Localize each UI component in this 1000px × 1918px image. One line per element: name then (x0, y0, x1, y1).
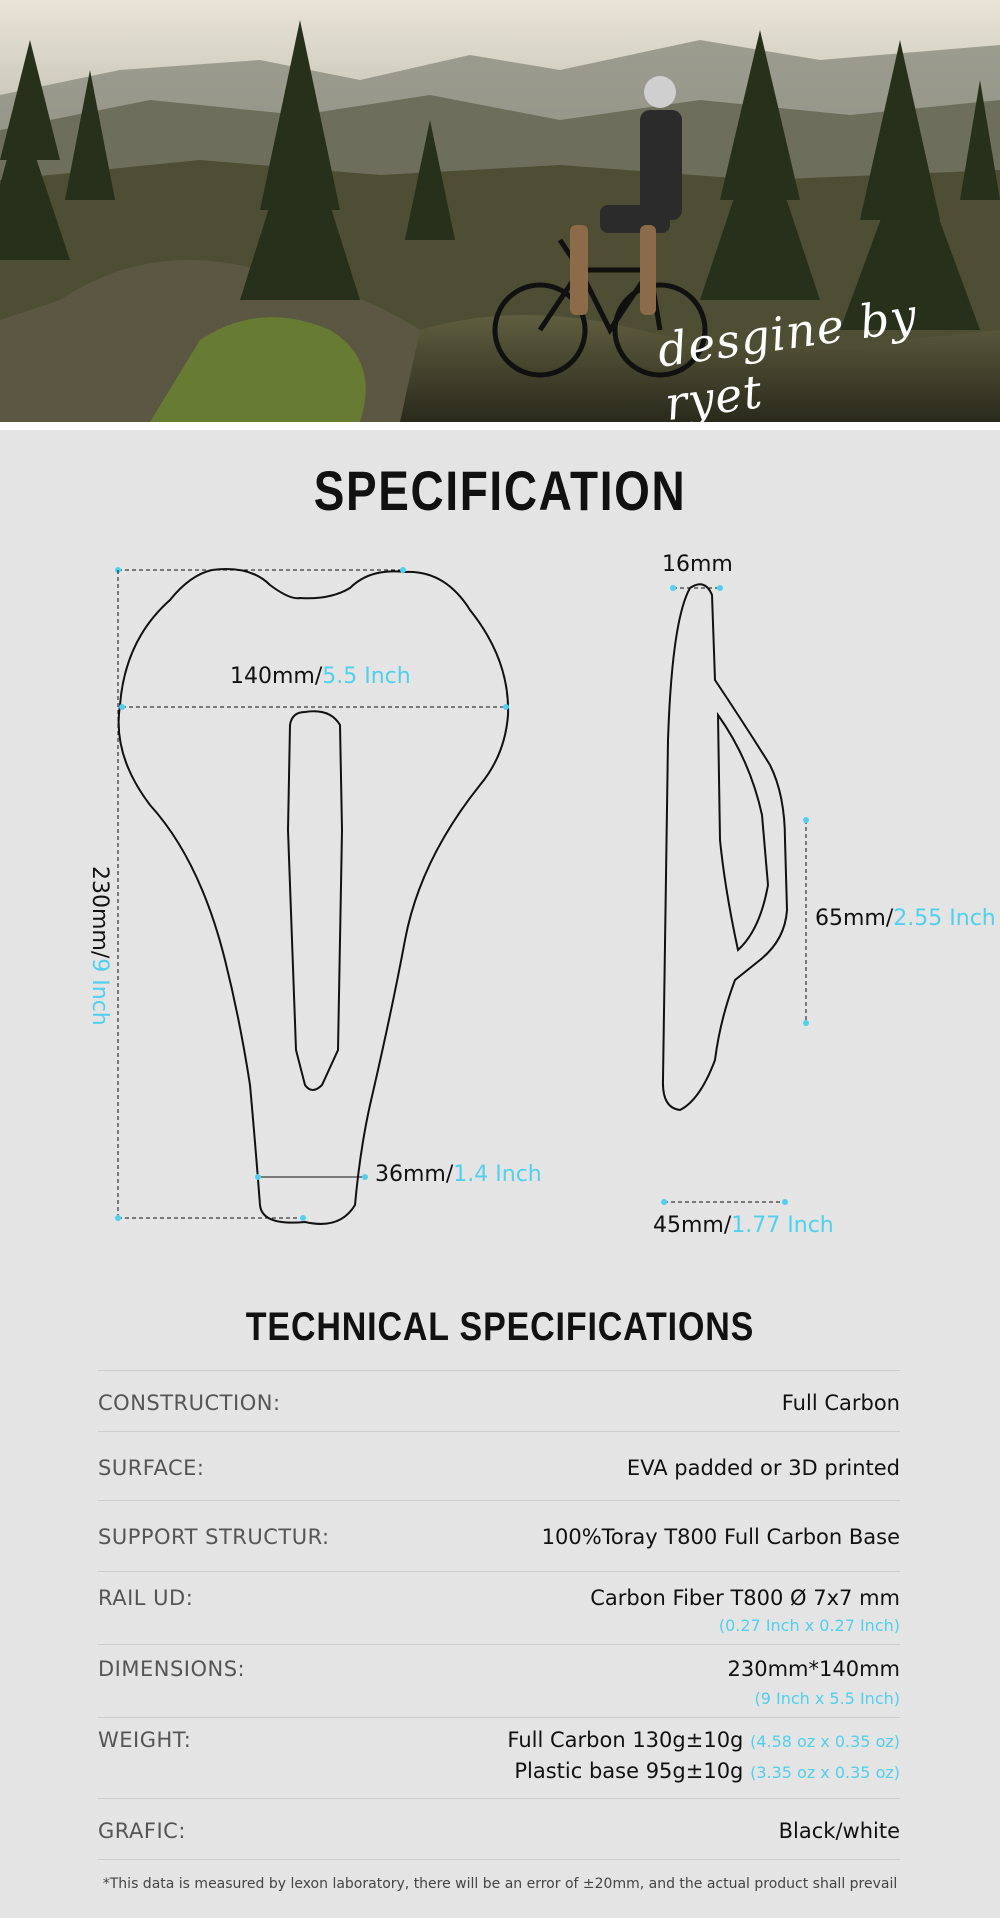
row-value: Full Carbon (781, 1391, 900, 1415)
row-value: EVA padded or 3D printed (626, 1456, 900, 1480)
weight-full-carbon: Full Carbon 130g±10g (507, 1728, 744, 1752)
saddle-side-inner (716, 711, 770, 952)
cyclist-figure (570, 76, 682, 315)
saddle-diagram: 140mm/5.5 Inch 230mm/9 Inch 36mm/1.4 Inc… (0, 540, 1000, 1260)
nose-dimension: 36mm/1.4 Inch (375, 1162, 542, 1187)
table-row-support: SUPPORT STRUCTUR: 100%Toray T800 Full Ca… (98, 1500, 900, 1571)
row-value: Carbon Fiber T800 Ø 7x7 mm (590, 1586, 900, 1610)
rail-mm: 65mm/ (815, 906, 894, 931)
row-subvalue: (0.27 Inch x 0.27 Inch) (718, 1616, 900, 1635)
mountain-landscape-image (0, 0, 1000, 422)
width-mm: 140mm/ (230, 664, 323, 689)
weight-full-carbon-oz: (4.58 oz x 0.35 oz) (750, 1732, 900, 1751)
row-value: 230mm*140mm (727, 1657, 901, 1681)
base-mm: 45mm/ (653, 1213, 732, 1238)
row-label: RAIL UD: (98, 1586, 194, 1610)
rail-dimension: 65mm/2.55 Inch (815, 906, 996, 931)
width-inch: 5.5 Inch (322, 664, 411, 689)
row-value: Full Carbon 130g±10g (4.58 oz x 0.35 oz) (507, 1728, 900, 1752)
row-label: CONSTRUCTION: (98, 1391, 281, 1415)
length-mm: 230mm/ (87, 866, 112, 959)
thickness-dimension: 16mm (662, 552, 733, 577)
measurement-note: *This data is measured by lexon laborato… (102, 1876, 898, 1892)
technical-specifications-title: TECHNICAL SPECIFICATIONS (245, 1305, 755, 1349)
saddle-cutout (286, 710, 344, 1091)
length-dimension: 230mm/9 Inch (87, 866, 112, 1026)
nose-mm: 36mm/ (375, 1162, 454, 1187)
nose-inch: 1.4 Inch (453, 1162, 542, 1187)
row-value: Black/white (778, 1819, 900, 1843)
table-row-construction: CONSTRUCTION: Full Carbon (98, 1370, 900, 1431)
row-value-2: Plastic base 95g±10g (3.35 oz x 0.35 oz) (514, 1759, 900, 1783)
table-row-surface: SURFACE: EVA padded or 3D printed (98, 1431, 900, 1500)
table-row-grafic: GRAFIC: Black/white (98, 1798, 900, 1860)
row-label: SURFACE: (98, 1456, 205, 1480)
width-dimension: 140mm/5.5 Inch (230, 664, 411, 689)
row-value: 100%Toray T800 Full Carbon Base (541, 1525, 900, 1549)
table-row-rail: RAIL UD: Carbon Fiber T800 Ø 7x7 mm (0.2… (98, 1571, 900, 1644)
hero-divider (0, 422, 1000, 430)
saddle-side-view (661, 583, 789, 1112)
base-dimension: 45mm/1.77 Inch (653, 1213, 834, 1238)
base-inch: 1.77 Inch (731, 1213, 834, 1238)
specification-title: SPECIFICATION (313, 459, 687, 522)
saddle-top-view (117, 568, 510, 1225)
hero-photo: desgine by ryet (0, 0, 1000, 422)
table-row-dimensions: DIMENSIONS: 230mm*140mm (9 Inch x 5.5 In… (98, 1644, 900, 1717)
row-label: WEIGHT: (98, 1728, 192, 1752)
row-label: GRAFIC: (98, 1819, 186, 1843)
spec-table: CONSTRUCTION: Full Carbon SURFACE: EVA p… (98, 1370, 900, 1860)
length-inch: 9 Inch (87, 958, 112, 1026)
row-label: SUPPORT STRUCTUR: (98, 1525, 330, 1549)
row-subvalue: (9 Inch x 5.5 Inch) (754, 1689, 900, 1708)
row-label: DIMENSIONS: (98, 1657, 246, 1681)
table-row-weight: WEIGHT: Full Carbon 130g±10g (4.58 oz x … (98, 1717, 900, 1798)
weight-plastic-base: Plastic base 95g±10g (514, 1759, 744, 1783)
rail-inch: 2.55 Inch (893, 906, 996, 931)
saddle-outline-drawing (115, 567, 809, 1225)
weight-plastic-base-oz: (3.35 oz x 0.35 oz) (750, 1763, 900, 1782)
